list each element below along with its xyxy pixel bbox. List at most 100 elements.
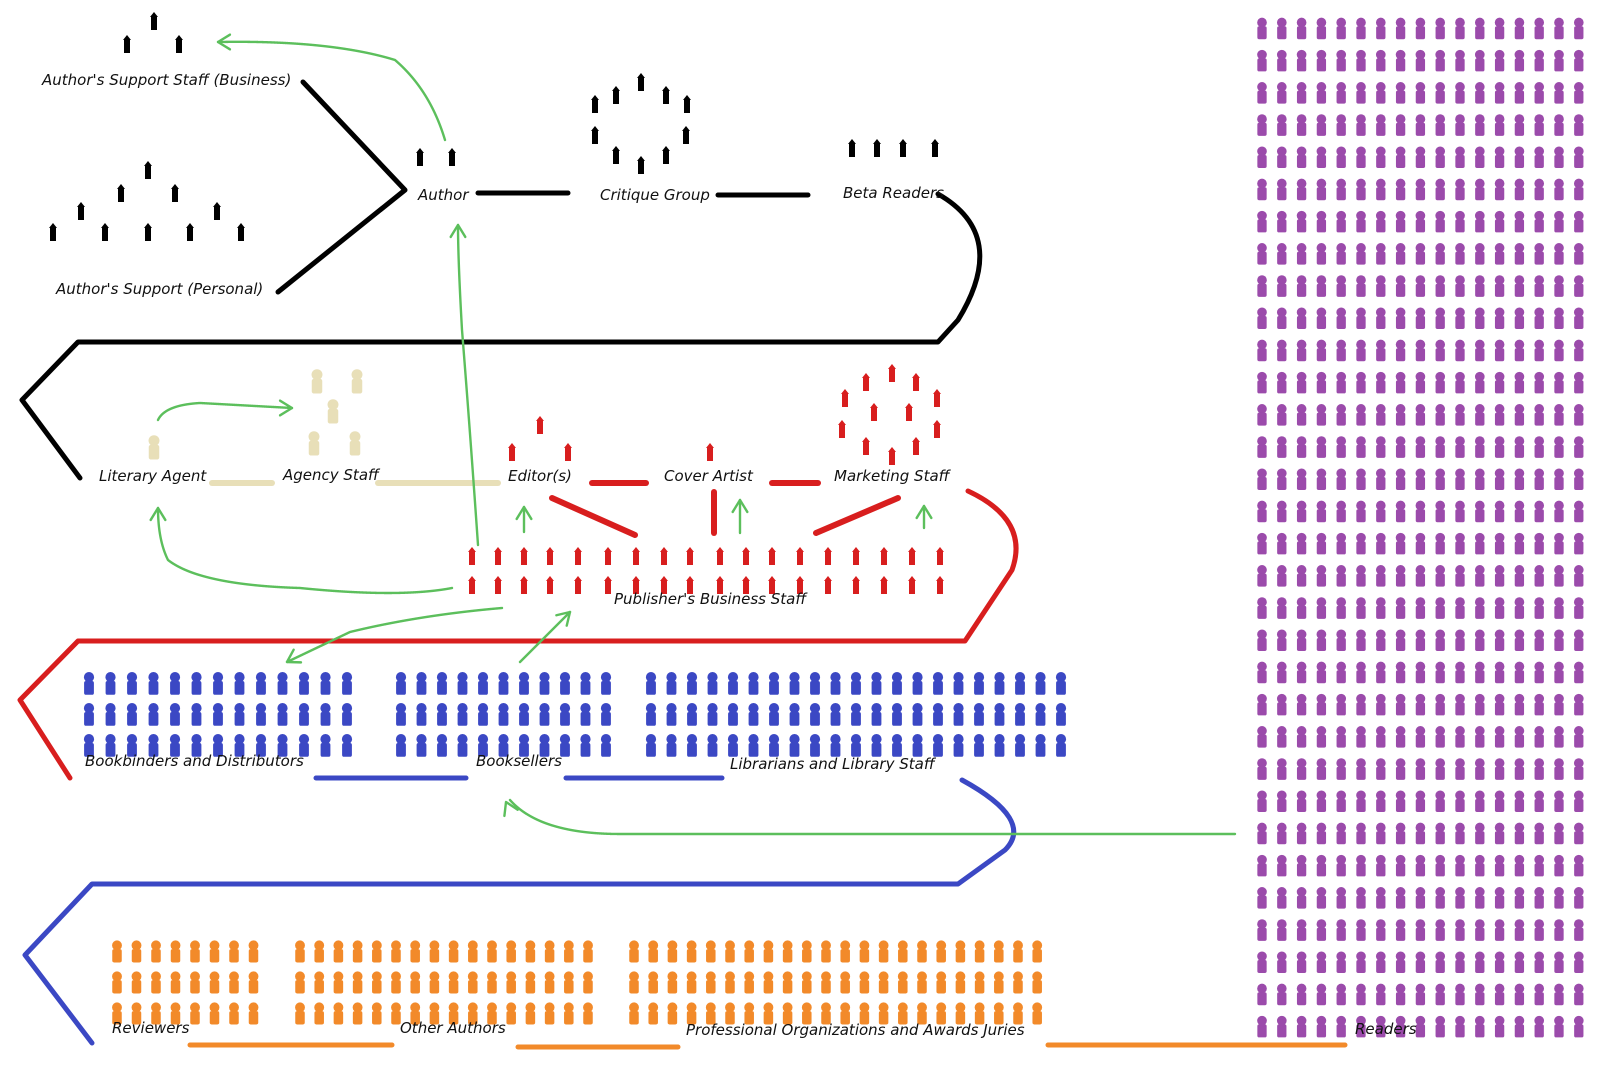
reader-figure [1375,532,1386,555]
person-head [1375,887,1386,897]
reader-figure [1474,790,1485,813]
person-head [1257,693,1267,704]
person-body [248,949,259,963]
reader-figure [1455,951,1465,974]
person-body [1257,444,1267,458]
reader-figure [1514,983,1525,1006]
person-head [973,672,985,683]
person-head [645,703,657,714]
figure-head [706,443,714,448]
figure-body [151,17,157,30]
person-body [1316,734,1327,748]
person-head [1375,532,1386,543]
reader-figure [1455,887,1465,909]
professional-org-figure [859,971,870,994]
person-head [1514,404,1525,414]
person-head [1474,919,1485,929]
person-head [850,672,862,683]
reader-figure [1474,693,1485,716]
person-body [601,743,611,757]
person-head [763,1002,774,1013]
librarian-figure [645,703,657,726]
person-head [1514,17,1525,28]
person-body [1494,831,1505,845]
person-body [955,1011,966,1025]
reader-figure [1336,500,1347,523]
reader-figure [1455,436,1465,458]
person-body [1316,541,1327,555]
person-body [1534,316,1544,330]
person-head [83,672,95,683]
person-head [341,703,353,714]
reader-figure [1514,661,1525,684]
person-body [1574,509,1584,523]
person-head [151,940,161,951]
professional-org-figure [974,940,985,963]
person-head [859,940,870,951]
reader-figure [1435,210,1446,233]
reader-figure [1554,951,1564,974]
bookbinder-figure [169,734,181,757]
bookbinder-figure [320,672,331,695]
person-body [1356,992,1366,1006]
reader-figure [1276,114,1287,136]
person-head [352,971,363,982]
person-body [1514,766,1525,780]
figure-head [546,547,554,552]
person-head [993,1002,1004,1013]
person-body [1534,734,1544,748]
person-body [148,681,159,695]
person-head [1395,629,1406,640]
person-body [213,743,223,757]
person-body [1435,26,1445,40]
reader-figure [1316,436,1327,458]
bookbinder-figure [191,734,202,757]
reader-figure [1257,404,1267,426]
person-head [1494,17,1505,28]
person-head [170,1002,181,1013]
person-head [1395,178,1406,189]
person-body [1356,155,1366,169]
reader-figure [1494,371,1505,394]
person-head [248,971,259,982]
reader-figure [1554,790,1564,813]
person-body [1435,412,1445,426]
librarian-figure [1035,672,1046,695]
person-head [1276,49,1287,60]
person-head [1474,887,1485,897]
person-head [457,734,468,745]
person-head [448,971,459,982]
person-body [1534,477,1544,491]
person-head [1534,307,1545,318]
figure-body [613,91,619,104]
person-head [1435,17,1446,28]
person-body [821,949,831,963]
person-body [936,980,946,994]
person-body [487,949,497,963]
person-head [1257,1015,1267,1026]
reader-figure [1573,275,1584,297]
business-staff-figure [604,576,612,594]
reader-figure [1494,49,1505,72]
person-head [917,971,927,982]
reader-figure [1276,629,1287,652]
person-head [1494,468,1505,479]
reader-figure [1375,951,1386,974]
person-body [1296,444,1307,458]
label-readers: Readers [1355,1020,1417,1038]
person-body [851,681,861,695]
professional-org-figure [936,971,947,994]
reader-figure [1474,468,1485,491]
reader-figure [1316,565,1327,587]
person-head [583,1002,593,1013]
person-body [1554,316,1564,330]
librarian-figure [871,734,882,757]
person-body [1415,992,1426,1006]
person-head [1455,726,1465,736]
person-body [1415,573,1426,587]
other-author-figure [371,940,382,963]
person-body [1534,541,1544,555]
other-author-figure [352,940,363,963]
person-head [1375,404,1386,414]
librarian-figure [666,734,677,757]
